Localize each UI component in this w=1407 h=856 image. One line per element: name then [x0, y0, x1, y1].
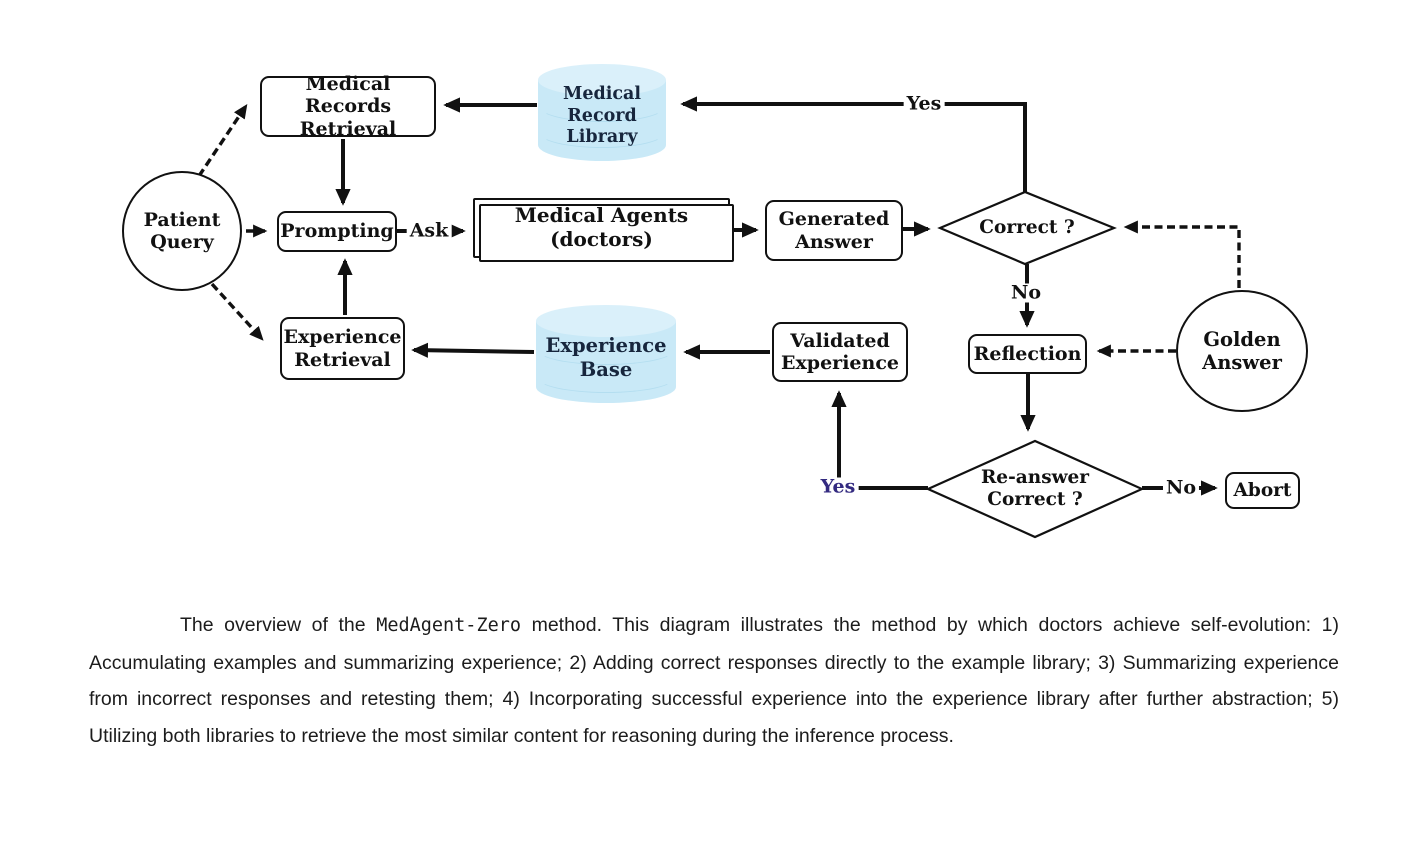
medical-record-library-label: Medical Record Library: [562, 84, 642, 148]
correct-decision-label: Correct ?: [979, 216, 1075, 238]
reanswer-label-line1: Re-answer: [980, 466, 1090, 488]
node-medical-records-retrieval: Medical Records Retrieval: [260, 72, 436, 140]
experience-base-label: Experience Base: [545, 334, 667, 381]
correct-decision-diamond: [937, 190, 1117, 266]
caption-method-name: MedAgent-Zero: [376, 615, 521, 636]
prompting-label: Prompting: [280, 220, 394, 243]
edge-label-yes-reanswer: Yes: [817, 477, 859, 497]
node-experience-retrieval: Experience Retrieval: [280, 317, 405, 380]
experience-retrieval-label: Experience Retrieval: [283, 326, 402, 371]
generated-answer-label: Generated Answer: [778, 208, 890, 253]
patient-query-label: Patient Query: [143, 208, 221, 253]
validated-experience-label: Validated Experience: [781, 329, 899, 374]
abort-label: Abort: [1233, 479, 1292, 501]
caption-body: method. This diagram illustrates the met…: [89, 614, 1339, 747]
reflection-label: Reflection: [973, 342, 1082, 365]
node-generated-answer: Generated Answer: [765, 200, 903, 261]
figure-caption: The overview of the MedAgent-Zero method…: [89, 607, 1339, 754]
edge-label-no-reanswer: No: [1162, 478, 1200, 498]
medical-records-retrieval-label: Medical Records Retrieval: [299, 72, 397, 140]
medical-agents-label-line1: Medical Agents: [514, 203, 689, 228]
cylinder-separator: [538, 116, 666, 148]
reanswer-decision-label: Re-answer Correct ?: [955, 462, 1115, 516]
node-abort: Abort: [1225, 472, 1300, 509]
edge-label-yes-correct: Yes: [903, 94, 945, 114]
reanswer-decision-diamond: [925, 439, 1145, 539]
node-golden-answer: Golden Answer: [1176, 290, 1308, 412]
cylinder-separator: [536, 361, 676, 393]
connector-lines-layer: [197, 96, 1241, 539]
caption-intro: The overview of the: [180, 614, 377, 636]
golden-answer-label: Golden Answer: [1202, 328, 1282, 374]
edge-label-no-correct: No: [1007, 283, 1045, 303]
medical-agents-label-line2: (doctors): [550, 227, 653, 251]
node-medical-agents: Medical Agents (doctors): [473, 198, 734, 262]
cylinder-top: [536, 305, 676, 337]
experience-base-database-icon: Experience Base: [536, 305, 676, 403]
node-reflection: Reflection: [968, 334, 1087, 374]
cylinder-top: [538, 64, 666, 96]
edge-label-ask: Ask: [406, 221, 452, 241]
medical-record-library-database-icon: Medical Record Library: [538, 64, 666, 161]
reanswer-label-line2: Correct ?: [987, 489, 1083, 510]
node-patient-query: Patient Query: [122, 171, 242, 291]
node-validated-experience: Validated Experience: [772, 322, 908, 382]
node-prompting: Prompting: [277, 211, 397, 252]
